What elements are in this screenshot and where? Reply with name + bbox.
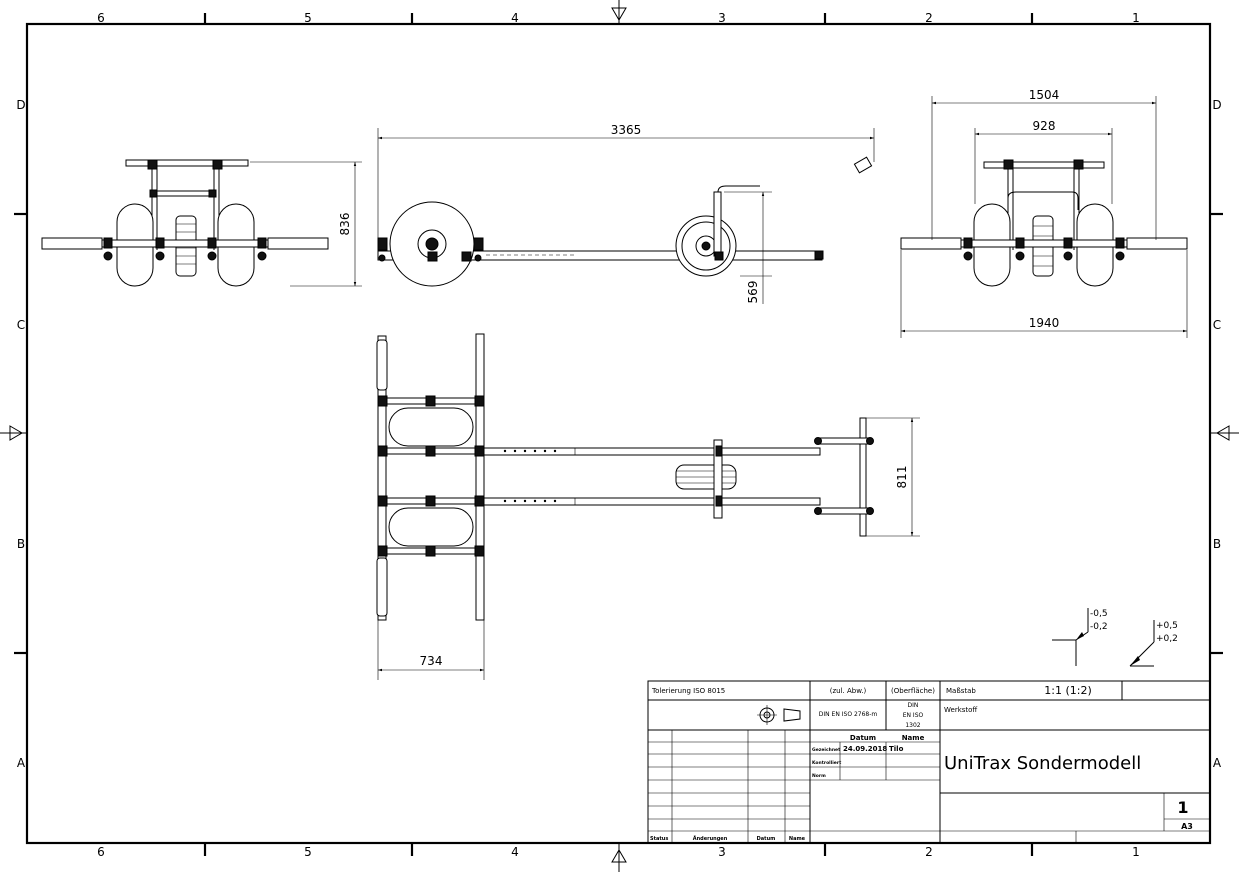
tb-norm-label: Norm — [812, 773, 826, 779]
row-label-left-D: D — [16, 98, 25, 112]
tolerance-symbols: -0,5 -0,2 +0,5 +0,2 — [1052, 608, 1178, 667]
row-label-left-C: C — [17, 318, 25, 332]
tb-gezeichnet-date: 24.09.2018 — [843, 745, 887, 753]
dim-top-frame-width: 734 — [420, 654, 443, 668]
projection-cone-icon — [783, 708, 801, 722]
tb-massstab-label: Maßstab — [946, 687, 976, 695]
dim-rear-total-width: 1940 — [1029, 316, 1060, 330]
column-label-top-5: 5 — [304, 11, 312, 25]
tb-gezeichnet-label: Gezeichnet — [812, 747, 841, 753]
row-label-right-D: D — [1212, 98, 1221, 112]
column-label-bottom-6: 6 — [97, 845, 105, 859]
rear-view: 1504 928 1940 — [900, 88, 1188, 338]
dim-side-wheel-height: 569 — [746, 281, 760, 304]
row-label-right-A: A — [1213, 756, 1222, 770]
dim-rear-inner-width: 928 — [1033, 119, 1056, 133]
front-view: 836 — [41, 159, 362, 287]
tol-pos-lower: +0,2 — [1156, 634, 1178, 644]
column-label-top-1: 1 — [1132, 11, 1140, 25]
column-label-bottom-4: 4 — [511, 845, 519, 859]
column-label-top-4: 4 — [511, 11, 519, 25]
tb-din-1302-line1: DIN — [908, 702, 919, 709]
tb-zul-abw-label: (zul. Abw.) — [830, 687, 867, 695]
column-label-bottom-1: 1 — [1132, 845, 1140, 859]
dim-rear-outer-width: 1504 — [1029, 88, 1060, 102]
row-label-left-B: B — [17, 537, 25, 551]
tb-format: A3 — [1181, 822, 1193, 831]
dim-side-length: 3365 — [611, 123, 642, 137]
tb-kontrolliert-label: Kontrolliert — [812, 760, 842, 766]
tb-din-1302-line2: EN ISO — [903, 712, 924, 719]
tb-tolerance-label: Tolerierung ISO 8015 — [651, 687, 725, 695]
tb-name-header: Name — [902, 734, 925, 742]
dim-front-height: 836 — [338, 213, 352, 236]
tb-din-iso-value: DIN EN ISO 2768-m — [819, 711, 878, 718]
column-label-top-6: 6 — [97, 11, 105, 25]
tol-neg-lower: -0,2 — [1090, 622, 1108, 632]
tb-oberflaeche-label: (Oberfläche) — [891, 687, 935, 695]
column-label-top-3: 3 — [718, 11, 726, 25]
column-label-top-2: 2 — [925, 11, 933, 25]
tol-neg-upper: -0,5 — [1090, 609, 1108, 619]
tb-aenderungen-label: Änderungen — [693, 835, 728, 842]
tb-sheet-number: 1 — [1177, 798, 1188, 817]
tb-rev-datum-label: Datum — [757, 836, 776, 842]
column-label-bottom-2: 2 — [925, 845, 933, 859]
tb-rev-name-label: Name — [789, 836, 806, 842]
side-view: 3365 569 — [377, 123, 875, 304]
tb-gezeichnet-name: Tilo — [889, 745, 904, 753]
dim-top-drawbar-width: 811 — [895, 466, 909, 489]
column-label-bottom-5: 5 — [304, 845, 312, 859]
top-view: 811 734 — [376, 333, 920, 680]
title-block: Tolerierung ISO 8015 (zul. Abw.) (Oberfl… — [647, 680, 1211, 844]
tb-datum-header: Datum — [850, 734, 876, 742]
tb-scale-value: 1:1 (1:2) — [1044, 684, 1092, 697]
column-label-bottom-3: 3 — [718, 845, 726, 859]
tol-pos-upper: +0,5 — [1156, 621, 1178, 631]
tb-status-label: Status — [650, 836, 668, 842]
row-label-left-A: A — [17, 756, 26, 770]
row-label-right-C: C — [1213, 318, 1221, 332]
tb-title: UniTrax Sondermodell — [944, 753, 1141, 774]
tb-din-1302-line3: 1302 — [905, 722, 920, 729]
row-label-right-B: B — [1213, 537, 1221, 551]
tb-werkstoff-label: Werkstoff — [944, 706, 977, 714]
